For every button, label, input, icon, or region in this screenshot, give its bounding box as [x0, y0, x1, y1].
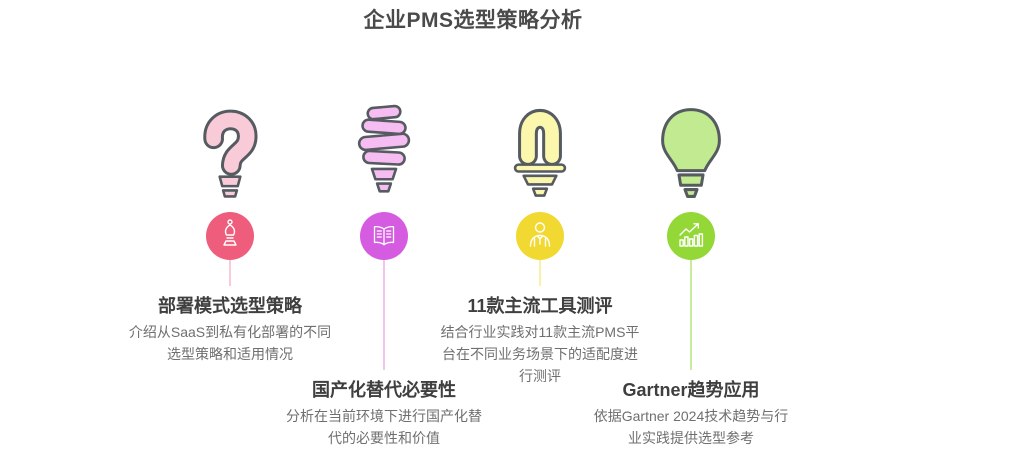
column-description: 依据Gartner 2024技术趋势与行业实践提供选型参考 — [593, 408, 789, 446]
column-localization: 国产化替代必要性 分析在当前环境下进行国产化替代的必要性和价值 — [274, 102, 494, 450]
spiral-bulb-icon — [341, 102, 427, 198]
column-heading: 部署模式选型策略 — [158, 296, 302, 316]
person-badge — [516, 212, 564, 260]
page-title: 企业PMS选型策略分析 — [363, 9, 583, 32]
growth-chart-badge — [667, 212, 715, 260]
connector-line — [539, 260, 541, 286]
growth-chart-icon — [679, 223, 704, 247]
open-book-icon — [373, 226, 395, 246]
person-icon — [529, 222, 551, 247]
open-book-badge — [360, 212, 408, 260]
column-heading: 11款主流工具测评 — [467, 296, 613, 316]
question-mark-bulb-icon — [187, 102, 273, 198]
column-description: 结合行业实践对11款主流PMS平台在不同业务场景下的适配度进行测评 — [440, 324, 640, 384]
classic-bulb-icon — [648, 102, 734, 198]
column-gartner-trends: Gartner趋势应用 依据Gartner 2024技术趋势与行业实践提供选型参… — [581, 102, 801, 450]
connector-line — [690, 260, 692, 370]
chess-piece-badge — [206, 212, 254, 260]
column-tool-evaluation: 11款主流工具测评 结合行业实践对11款主流PMS平台在不同业务场景下的适配度进… — [430, 102, 650, 388]
connector-line — [229, 260, 231, 286]
connector-line — [383, 260, 385, 370]
column-heading: 国产化替代必要性 — [312, 380, 456, 400]
chess-piece-icon — [223, 219, 237, 246]
column-description: 分析在当前环境下进行国产化替代的必要性和价值 — [286, 408, 482, 446]
u-tube-bulb-icon — [497, 102, 583, 198]
column-description: 介绍从SaaS到私有化部署的不同选型策略和适用情况 — [128, 324, 332, 362]
column-heading: Gartner趋势应用 — [622, 380, 760, 400]
column-deployment-strategy: 部署模式选型策略 介绍从SaaS到私有化部署的不同选型策略和适用情况 — [120, 102, 340, 366]
